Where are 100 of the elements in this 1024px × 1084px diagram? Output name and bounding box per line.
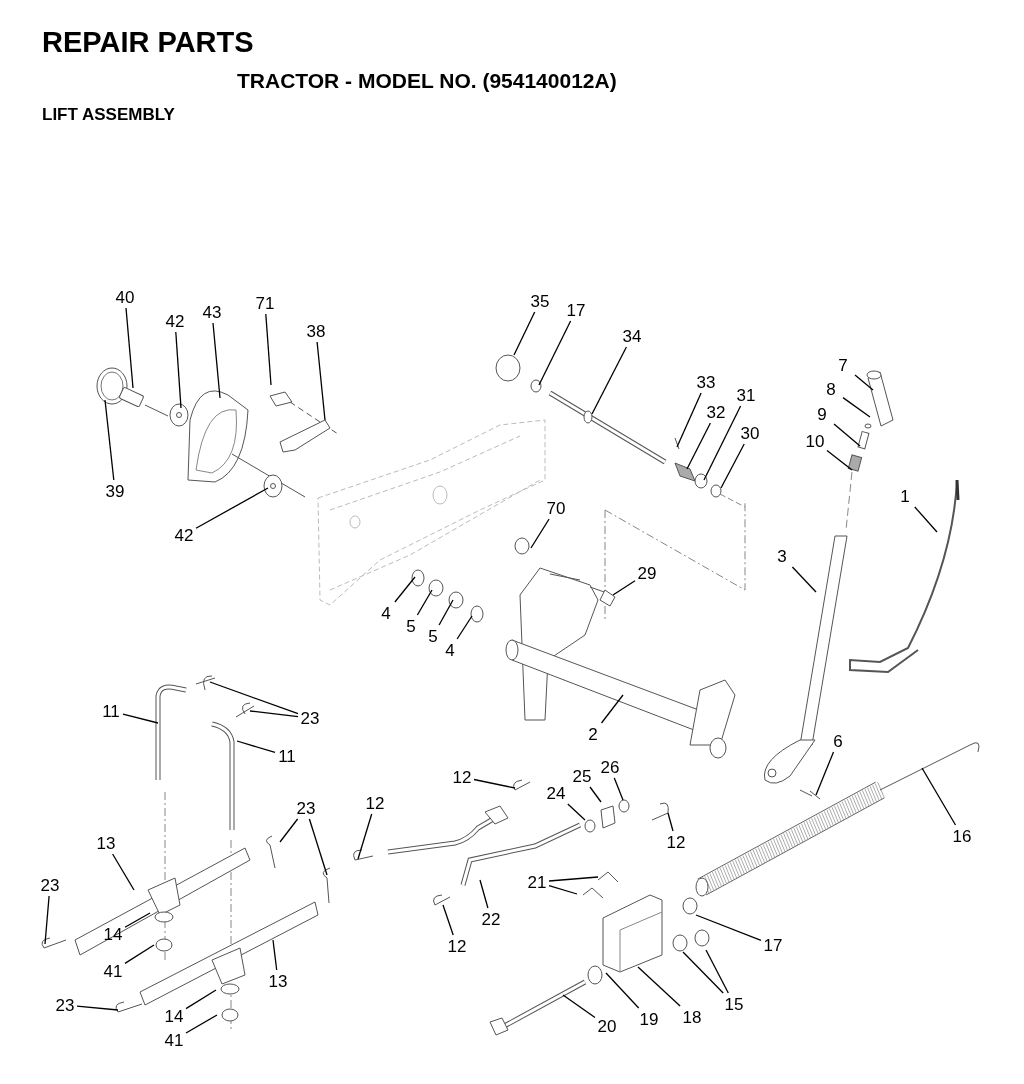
- callout-number: 13: [96, 834, 116, 852]
- callout-number: 12: [452, 768, 472, 786]
- callout-number: 35: [530, 292, 550, 310]
- leader-line: [548, 884, 578, 895]
- leader-line: [513, 311, 536, 356]
- callout-number: 12: [447, 937, 467, 955]
- callout-number: 11: [278, 747, 296, 765]
- callout-number: 25: [572, 767, 592, 785]
- leader-line: [456, 615, 473, 640]
- callout-number: 18: [682, 1008, 702, 1026]
- leader-line: [308, 818, 328, 876]
- callout-number: 8: [826, 380, 836, 398]
- leader-line: [479, 879, 489, 909]
- callout-number: 40: [115, 288, 135, 306]
- leader-line: [111, 853, 135, 891]
- leader-line: [442, 904, 454, 936]
- callout-number: 21: [527, 873, 547, 891]
- callout-number: 22: [481, 910, 501, 928]
- callout-number: 12: [666, 833, 686, 851]
- leader-line: [695, 914, 762, 941]
- leader-line: [44, 895, 50, 945]
- callout-number: 70: [546, 499, 566, 517]
- leader-line: [548, 876, 599, 882]
- callout-number: 30: [740, 424, 760, 442]
- callout-number: 14: [164, 1007, 184, 1025]
- callout-number: 71: [255, 294, 275, 312]
- callout-number: 6: [833, 732, 843, 750]
- leader-line: [591, 346, 628, 415]
- callout-number: 10: [805, 432, 825, 450]
- callout-number: 17: [566, 301, 586, 319]
- leader-line: [826, 449, 853, 471]
- leader-line: [600, 694, 624, 724]
- callout-number: 1: [900, 487, 910, 505]
- callout-number: 9: [817, 405, 827, 423]
- callout-number: 15: [724, 995, 744, 1013]
- callout-number: 3: [777, 547, 787, 565]
- callout-number: 34: [622, 327, 642, 345]
- leader-line: [567, 803, 586, 821]
- page-title: REPAIR PARTS: [42, 28, 254, 57]
- callout-number: 23: [55, 996, 75, 1014]
- leader-line: [682, 951, 724, 994]
- callout-number: 4: [381, 604, 391, 622]
- leader-line: [833, 423, 861, 447]
- leader-line: [921, 767, 957, 826]
- callout-number: 29: [637, 564, 657, 582]
- callout-number: 5: [428, 627, 438, 645]
- leader-line: [265, 313, 272, 386]
- leader-line: [316, 341, 326, 421]
- callout-number: 38: [306, 322, 326, 340]
- callout-number: 26: [600, 758, 620, 776]
- leader-line: [637, 966, 681, 1007]
- callout-number: 4: [445, 641, 455, 659]
- leader-line: [562, 994, 596, 1019]
- leader-line: [124, 912, 151, 928]
- model-heading: TRACTOR - MODEL NO. (954140012A): [237, 70, 617, 91]
- callout-number: 13: [268, 972, 288, 990]
- callout-number: 41: [164, 1031, 184, 1049]
- leader-line: [815, 751, 835, 796]
- leader-line: [842, 396, 871, 418]
- leader-line: [125, 307, 134, 389]
- leader-line: [589, 786, 602, 803]
- leader-line: [667, 812, 674, 832]
- callout-number: 32: [706, 403, 726, 421]
- callout-number: 39: [105, 482, 125, 500]
- callout-number: 14: [103, 925, 123, 943]
- leader-line: [416, 589, 433, 616]
- leader-line: [185, 989, 217, 1010]
- callout-number: 31: [736, 386, 756, 404]
- callout-number: 20: [597, 1017, 617, 1035]
- callout-number: 41: [103, 962, 123, 980]
- callout-number: 16: [952, 827, 972, 845]
- callout-number: 23: [40, 876, 60, 894]
- leader-line: [854, 374, 874, 391]
- callout-number: 5: [406, 617, 416, 635]
- leader-line: [122, 713, 159, 724]
- leader-line: [530, 518, 550, 549]
- leader-line: [720, 443, 745, 489]
- callout-number: 33: [696, 373, 716, 391]
- leader-line: [104, 399, 115, 481]
- leader-line: [279, 818, 299, 843]
- leader-line: [185, 1014, 218, 1034]
- callout-number: 42: [165, 312, 185, 330]
- leader-line: [612, 580, 636, 596]
- leader-line: [686, 422, 712, 470]
- callout-number: 42: [174, 526, 194, 544]
- leader-line: [605, 972, 640, 1009]
- leader-line: [209, 681, 299, 715]
- leader-line: [249, 710, 299, 718]
- leader-line: [791, 566, 817, 593]
- leader-line: [703, 405, 742, 481]
- callout-number: 23: [296, 799, 316, 817]
- callout-number: 24: [546, 784, 566, 802]
- callout-number: 17: [763, 936, 783, 954]
- leader-line: [236, 740, 276, 754]
- callout-number: 43: [202, 303, 222, 321]
- callout-number: 12: [365, 794, 385, 812]
- callout-number: 2: [588, 725, 598, 743]
- leader-line: [124, 944, 155, 965]
- leader-line: [394, 576, 416, 603]
- callout-number: 11: [102, 702, 120, 720]
